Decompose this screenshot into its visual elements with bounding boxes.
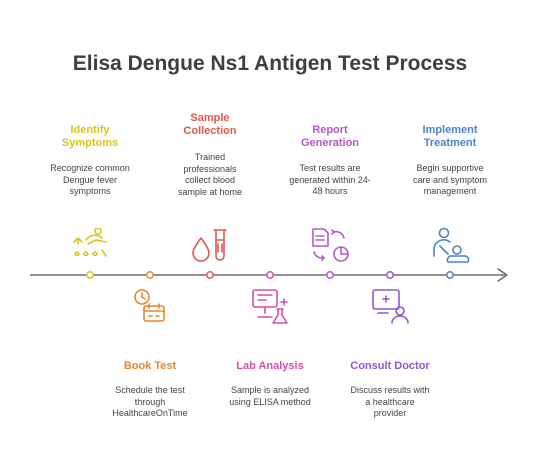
- pills-hand-icon: [73, 228, 107, 257]
- timeline-dot-consult: [386, 271, 394, 279]
- step-title-identify: Identify Symptoms: [61, 124, 119, 149]
- step-desc-identify: Recognize common Dengue fever symptoms: [50, 163, 130, 196]
- step-desc-lab: Sample is analyzed using ELISA method: [229, 385, 311, 407]
- medical-monitor-doctor-icon: [372, 289, 409, 324]
- patient-care-icon: [433, 227, 470, 263]
- timeline-dot-sample: [206, 271, 214, 279]
- diagram-title: Elisa Dengue Ns1 Antigen Test Process: [72, 52, 468, 75]
- timeline-arrowhead: [497, 268, 508, 282]
- clock-calendar-icon: [134, 289, 165, 322]
- step-title-consult: Consult Doctor: [350, 360, 430, 372]
- timeline-dot-implement: [446, 271, 454, 279]
- step-desc-report: Test results are generated within 24- 48…: [289, 163, 371, 196]
- step-desc-implement: Begin supportive care and symptom manage…: [412, 163, 488, 196]
- step-title-lab: Lab Analysis: [236, 360, 304, 372]
- timeline-dot-identify: [86, 271, 94, 279]
- computer-flask-icon: [252, 289, 288, 324]
- blood-drop-test-tube-icon: [192, 229, 227, 262]
- step-title-implement: Implement Treatment: [422, 124, 478, 149]
- timeline-dot-report: [326, 271, 334, 279]
- step-title-report: Report Generation: [300, 124, 360, 149]
- document-chart-icon: [312, 228, 349, 262]
- step-desc-sample: Trained professionals collect blood samp…: [177, 152, 243, 197]
- step-desc-book: Schedule the test through HealthcareOnTi…: [112, 385, 188, 418]
- step-desc-consult: Discuss results with a healthcare provid…: [350, 385, 430, 418]
- timeline-dot-book: [146, 271, 154, 279]
- timeline-dot-lab: [266, 271, 274, 279]
- step-title-sample: Sample Collection: [183, 112, 237, 137]
- step-title-book: Book Test: [123, 360, 177, 372]
